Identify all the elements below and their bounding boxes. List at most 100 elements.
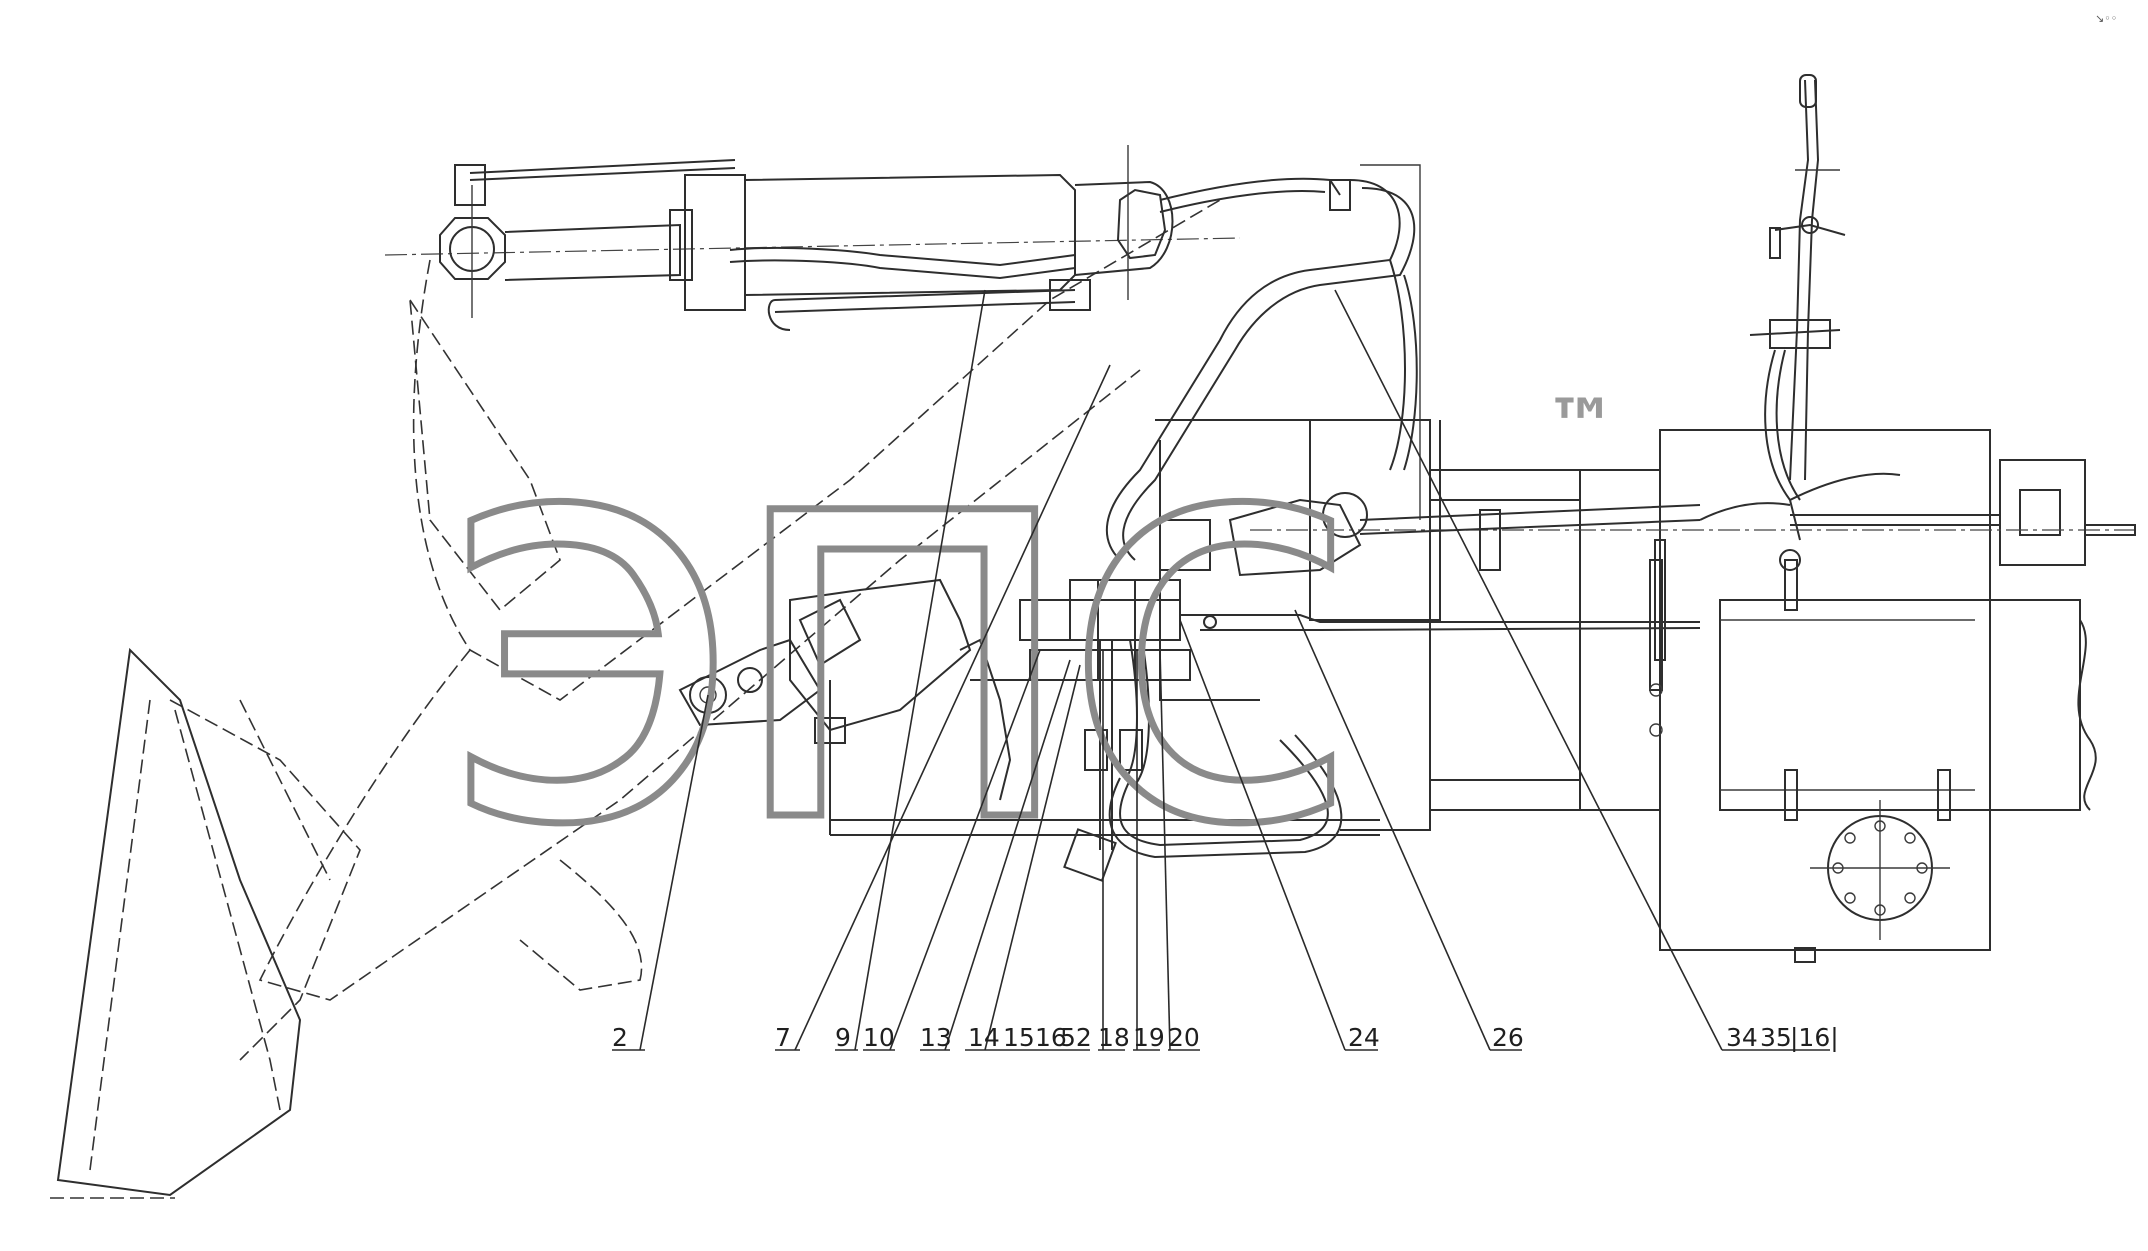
frame-edge-top	[1360, 164, 1421, 520]
rod-link-bar	[469, 159, 736, 174]
cylinder-centerline	[384, 237, 1241, 256]
callout-26: 26	[1492, 1023, 1524, 1052]
leader-10	[889, 649, 1041, 1051]
callout-2: 2	[612, 1023, 628, 1052]
leader-14	[984, 664, 1081, 1051]
tilt-eye-bolt	[737, 667, 763, 693]
bellcrank-pivot	[1322, 492, 1368, 538]
pipe-run-left	[1106, 179, 1401, 561]
rod-link-bar-lower	[469, 167, 736, 181]
crossbar-upper	[1429, 469, 1581, 501]
frame-upper-rail	[1155, 419, 1431, 831]
frame-lower-rail	[830, 819, 1380, 836]
pipe-run-right-2	[1403, 274, 1418, 471]
tilt-eye-plate	[678, 638, 822, 727]
leader-20	[1159, 649, 1171, 1051]
callout-20: 20	[1168, 1023, 1200, 1052]
link-pivot	[1779, 549, 1801, 571]
vertical-pipe-a	[1099, 640, 1113, 850]
link-post	[1784, 559, 1798, 611]
callout-labels: 2 7 9 10 13 14 15 16 52 18 19 20 24 26 3…	[612, 1023, 1839, 1052]
piston-rod	[504, 223, 681, 281]
rod-joint	[1203, 615, 1217, 629]
leader-26	[1294, 609, 1491, 1051]
boom-outline-lower	[258, 369, 1141, 1001]
elbow-fitting	[1063, 828, 1117, 882]
supply-line-upper-2	[729, 259, 1076, 280]
bucket-inner	[89, 699, 281, 1171]
lever-handle-2	[1804, 79, 1820, 481]
callout-9: 9	[835, 1023, 851, 1052]
lower-link	[519, 859, 643, 991]
lever-mount-bracket	[1769, 319, 1831, 349]
pipe-run-right	[1389, 259, 1406, 471]
callout-18: 18	[1098, 1023, 1130, 1052]
lever-crossarm	[1774, 223, 1846, 236]
mid-linkage	[1228, 492, 1701, 661]
articulation-block	[1579, 469, 1661, 811]
rear-frame-plate	[1659, 429, 1991, 951]
engine-mount-inner	[1720, 619, 1975, 791]
control-box-plate	[2019, 489, 2061, 536]
mount-bracket-right	[1937, 769, 1951, 821]
supply-line-upper	[729, 246, 1076, 267]
bellcrank-rod	[1359, 504, 1701, 535]
cylinder-eye-nut	[439, 217, 506, 280]
callout-16-bracketed: |16|	[1790, 1023, 1839, 1052]
line-fitting	[1049, 279, 1091, 311]
leader-34	[1334, 289, 1723, 1051]
bucket-link	[169, 699, 361, 1061]
watermark-trademark: ™	[1545, 383, 1617, 467]
lever-cable	[1764, 349, 1801, 541]
boom-outline-upper	[412, 199, 1221, 701]
lever-output-cable	[1789, 472, 1901, 501]
tilt-eye-pin	[689, 676, 727, 714]
cylinder-rear-clevis	[1074, 180, 1174, 276]
tilt-cylinder-body	[789, 578, 972, 732]
lever-knob	[1799, 74, 1817, 108]
hose-bend	[767, 299, 791, 331]
callout-10: 10	[863, 1023, 895, 1052]
cylinder-head-flange	[684, 174, 746, 311]
tilt-cylinder-port	[798, 598, 862, 667]
rod-bracket	[454, 164, 486, 206]
callout-52: 52	[1060, 1023, 1092, 1052]
control-lever-assembly	[1250, 74, 2140, 611]
control-rod-2	[1200, 627, 1701, 631]
boom-and-bucket	[50, 199, 1221, 1199]
pipe-top-fitting	[1329, 179, 1351, 211]
bellcrank-plate	[1228, 498, 1362, 577]
boom-arm-link	[409, 299, 561, 612]
break-line	[2077, 619, 2097, 811]
lift-cylinder-assembly	[384, 145, 1241, 331]
pipe-run-bottom	[1119, 739, 1329, 847]
control-shaft-end	[2084, 524, 2136, 536]
lever-mount-plate	[1749, 329, 1841, 336]
vertical-pipe-clamp	[1084, 729, 1108, 771]
cylinder-gland	[669, 209, 693, 281]
cylinder-barrel	[744, 173, 1076, 297]
control-box	[1999, 459, 2086, 566]
watermark-logo: эпс ™	[437, 293, 1618, 952]
link-cable	[1699, 502, 1791, 521]
pipe-run-bottom-2	[1108, 734, 1343, 859]
pipe-top-a	[1159, 177, 1341, 201]
callout-13: 13	[920, 1023, 952, 1052]
leader-2	[639, 694, 709, 1051]
leader-13	[944, 659, 1071, 1051]
mount-bracket-left	[1784, 769, 1798, 821]
callout-34: 34	[1726, 1023, 1758, 1052]
rod-damper	[1479, 509, 1501, 571]
lever-handle	[1789, 79, 1810, 481]
engine-mount-box	[1719, 599, 2081, 811]
leader-lines	[612, 289, 1830, 1051]
corner-mark: ↘◦◦	[2095, 12, 2117, 25]
vertical-pipe-clamp-2	[1119, 729, 1143, 771]
tilt-eye-pin-inner	[699, 686, 717, 704]
valve-body	[1069, 579, 1181, 641]
side-bracket-bolt-2	[1649, 723, 1663, 737]
callout-7: 7	[775, 1023, 791, 1052]
callout-35: 35	[1760, 1023, 1792, 1052]
